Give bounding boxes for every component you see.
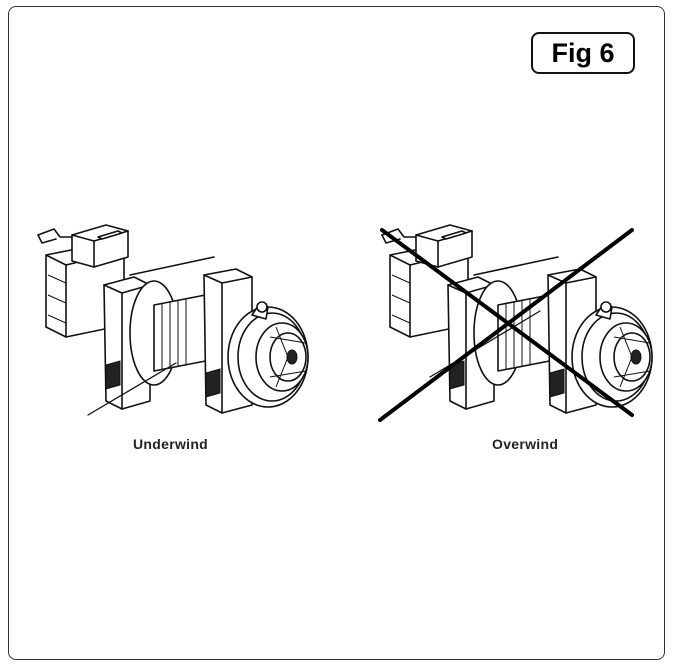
drum-windings bbox=[161, 299, 187, 369]
winch-underwind-illustration bbox=[37, 224, 309, 416]
cross-line-2 bbox=[378, 228, 634, 422]
drum-windings bbox=[505, 299, 531, 369]
cross-out-mark bbox=[378, 228, 634, 422]
figure-label: Fig 6 bbox=[531, 32, 635, 74]
winch-drawing bbox=[37, 224, 309, 414]
caption-overwind: Overwind bbox=[492, 436, 559, 452]
caption-underwind: Underwind bbox=[133, 436, 209, 452]
rope-underwind bbox=[87, 362, 177, 416]
